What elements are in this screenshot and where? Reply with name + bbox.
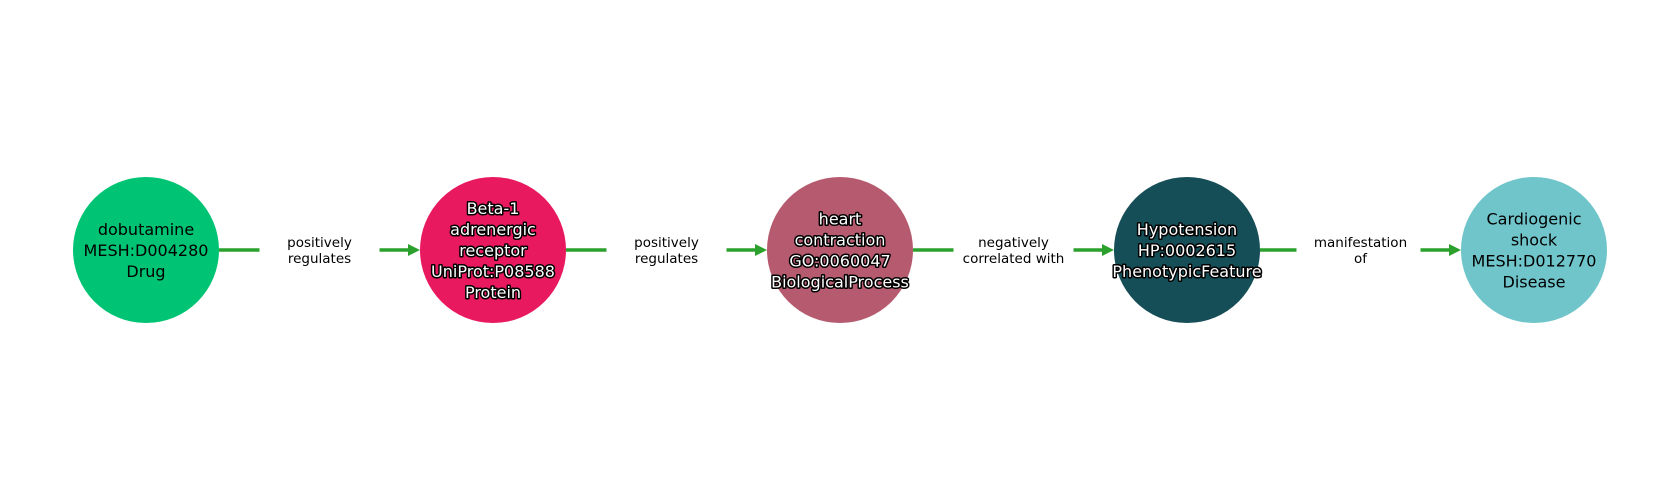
- node-label: BiologicalProcess: [771, 273, 909, 292]
- edge-label: positively: [287, 235, 352, 251]
- node-label: PhenotypicFeature: [1112, 262, 1261, 281]
- edge-label: positively: [634, 235, 699, 251]
- node-label: dobutamine: [98, 220, 194, 239]
- node-label: adrenergic: [450, 220, 536, 239]
- edges: positivelyregulatespositivelyregulatesne…: [219, 235, 1461, 267]
- node[interactable]: Beta-1 adrenergic receptorUniProt:P08588Pr…: [420, 177, 566, 323]
- node-label: Drug: [126, 262, 165, 281]
- node-label: shock: [1511, 231, 1558, 250]
- node-circle[interactable]: [1114, 177, 1260, 323]
- node-label: UniProt:P08588: [431, 262, 555, 281]
- edge-label: of: [1354, 251, 1368, 267]
- node-label: heart: [819, 210, 862, 229]
- edge-label: regulates: [635, 251, 698, 267]
- node-label: GO:0060047: [789, 252, 890, 271]
- arrowhead-icon: [755, 244, 767, 256]
- node-label: Hypotension: [1137, 220, 1237, 239]
- node-circle[interactable]: [73, 177, 219, 323]
- node-circle[interactable]: [1461, 177, 1607, 323]
- node-label: MESH:D004280: [84, 241, 209, 260]
- node-label: receptor: [459, 241, 527, 260]
- edge-label: negatively: [978, 235, 1049, 251]
- node-label: Beta-1: [467, 199, 520, 218]
- node-circle[interactable]: [767, 177, 913, 323]
- arrowhead-icon: [1102, 244, 1114, 256]
- arrowhead-icon: [408, 244, 420, 256]
- node-circle[interactable]: [420, 177, 566, 323]
- node-label: contraction: [795, 231, 886, 250]
- node-label: MESH:D012770: [1472, 252, 1597, 271]
- edge-label: regulates: [288, 251, 351, 267]
- node-label: Protein: [465, 283, 521, 302]
- arrowhead-icon: [1449, 244, 1461, 256]
- node-label: Disease: [1503, 273, 1566, 292]
- edge-label: correlated with: [963, 251, 1065, 267]
- node-label: HP:0002615: [1138, 241, 1236, 260]
- node-label: Cardiogenic: [1486, 210, 1581, 229]
- edge-label: manifestation: [1314, 235, 1407, 251]
- node[interactable]: heart contractionGO:0060047BiologicalProc…: [767, 177, 913, 323]
